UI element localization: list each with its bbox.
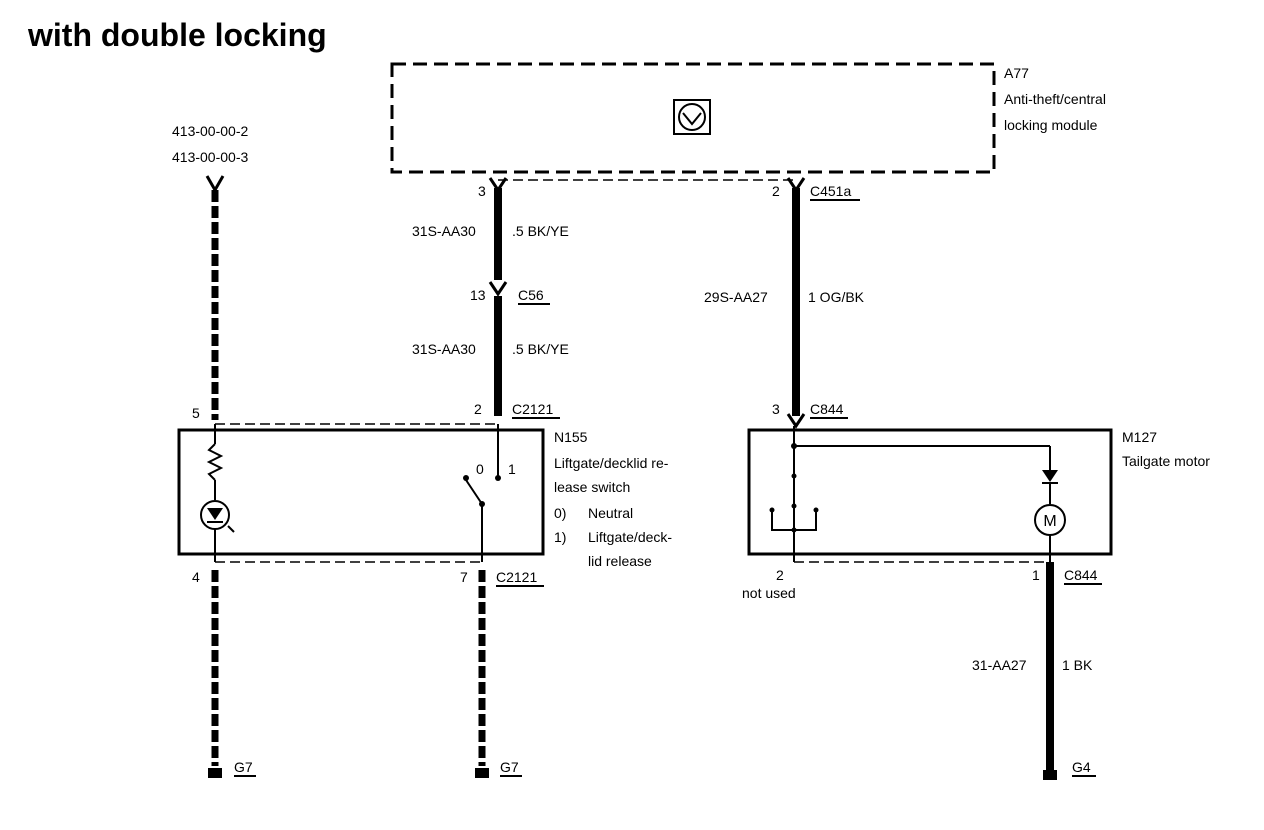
- switch-contact0-dot: [463, 475, 469, 481]
- a77-pin3: 3: [478, 183, 486, 199]
- diagram-title: with double locking: [27, 17, 327, 53]
- wire1-spec: .5 BK/YE: [512, 223, 569, 239]
- switch-pos1-num: 1): [554, 529, 566, 545]
- ref-label-2: 413-00-00-3: [172, 149, 248, 165]
- switch-n155-name-line1: Liftgate/decklid re-: [554, 455, 669, 471]
- module-symbol-icon: [673, 99, 711, 135]
- m127-pin3: 3: [772, 401, 780, 417]
- n155-pin4: 4: [192, 569, 200, 585]
- a77-pin2: 2: [772, 183, 780, 199]
- ground-g7-mid-label: G7: [500, 759, 519, 775]
- ref-arrow-icon: [205, 175, 225, 194]
- resistor-icon: [206, 443, 224, 481]
- switch-contact0-label: 0: [476, 461, 484, 477]
- motor-m127-box: [747, 428, 1113, 556]
- c451a-connector-label: C451a: [810, 183, 851, 199]
- n155-pin2: 2: [474, 401, 482, 417]
- n155-pin7: 7: [460, 569, 468, 585]
- c844-top-label: C844: [810, 401, 844, 417]
- module-a77-box: [390, 62, 996, 174]
- wire1-code: 31S-AA30: [412, 223, 476, 239]
- ground-g4-icon: [1043, 770, 1057, 780]
- c56-connector-label: C56: [518, 287, 544, 303]
- n155-pin5: 5: [192, 405, 200, 421]
- ground-g7-left-label: G7: [234, 759, 253, 775]
- wire2-spec: .5 BK/YE: [512, 341, 569, 357]
- switch-contact1-dot: [495, 475, 501, 481]
- switch-pos0-label: Neutral: [588, 505, 633, 521]
- c2121-top-label: C2121: [512, 401, 553, 417]
- ground-g7-left-icon: [208, 768, 222, 778]
- switch-pos1-label-line1: Liftgate/deck-: [588, 529, 672, 545]
- switch-pos1-label-line2: lid release: [588, 553, 652, 569]
- module-a77-name-line2: locking module: [1004, 117, 1098, 133]
- switch-contact1-label: 1: [508, 461, 516, 477]
- wire4-spec: 1 BK: [1062, 657, 1093, 673]
- module-a77-name-line1: Anti-theft/central: [1004, 91, 1106, 107]
- motor-symbol: M: [1043, 513, 1056, 530]
- switch-lever: [465, 479, 483, 505]
- c844-bottom-label: C844: [1064, 567, 1098, 583]
- limit-switch-icon: [769, 473, 819, 533]
- switch-n155-id: N155: [554, 429, 588, 445]
- c56-pin13: 13: [470, 287, 486, 303]
- motor-m127-name: Tailgate motor: [1122, 453, 1210, 469]
- c56-arrow-icon: [488, 281, 508, 297]
- c2121-bottom-label: C2121: [496, 569, 537, 585]
- wire4-code: 31-AA27: [972, 657, 1027, 673]
- ground-g4-label: G4: [1072, 759, 1091, 775]
- m127-pin2: 2: [776, 567, 784, 583]
- not-used-label: not used: [742, 585, 796, 601]
- switch-n155-name-line2: lease switch: [554, 479, 630, 495]
- wire2-code: 31S-AA30: [412, 341, 476, 357]
- switch-n155-box: [177, 428, 545, 556]
- wire3-spec: 1 OG/BK: [808, 289, 865, 305]
- wire3-code: 29S-AA27: [704, 289, 768, 305]
- motor-m127-id: M127: [1122, 429, 1157, 445]
- m127-pin3-arrow-icon: [786, 413, 806, 429]
- motor-icon: M: [1034, 504, 1066, 536]
- switch-pos0-num: 0): [554, 505, 566, 521]
- ref-label-1: 413-00-00-2: [172, 123, 248, 139]
- module-a77-id: A77: [1004, 65, 1029, 81]
- m127-pin1: 1: [1032, 567, 1040, 583]
- ground-g7-mid-icon: [475, 768, 489, 778]
- led-icon: [200, 500, 235, 533]
- diode-icon: [1042, 470, 1058, 484]
